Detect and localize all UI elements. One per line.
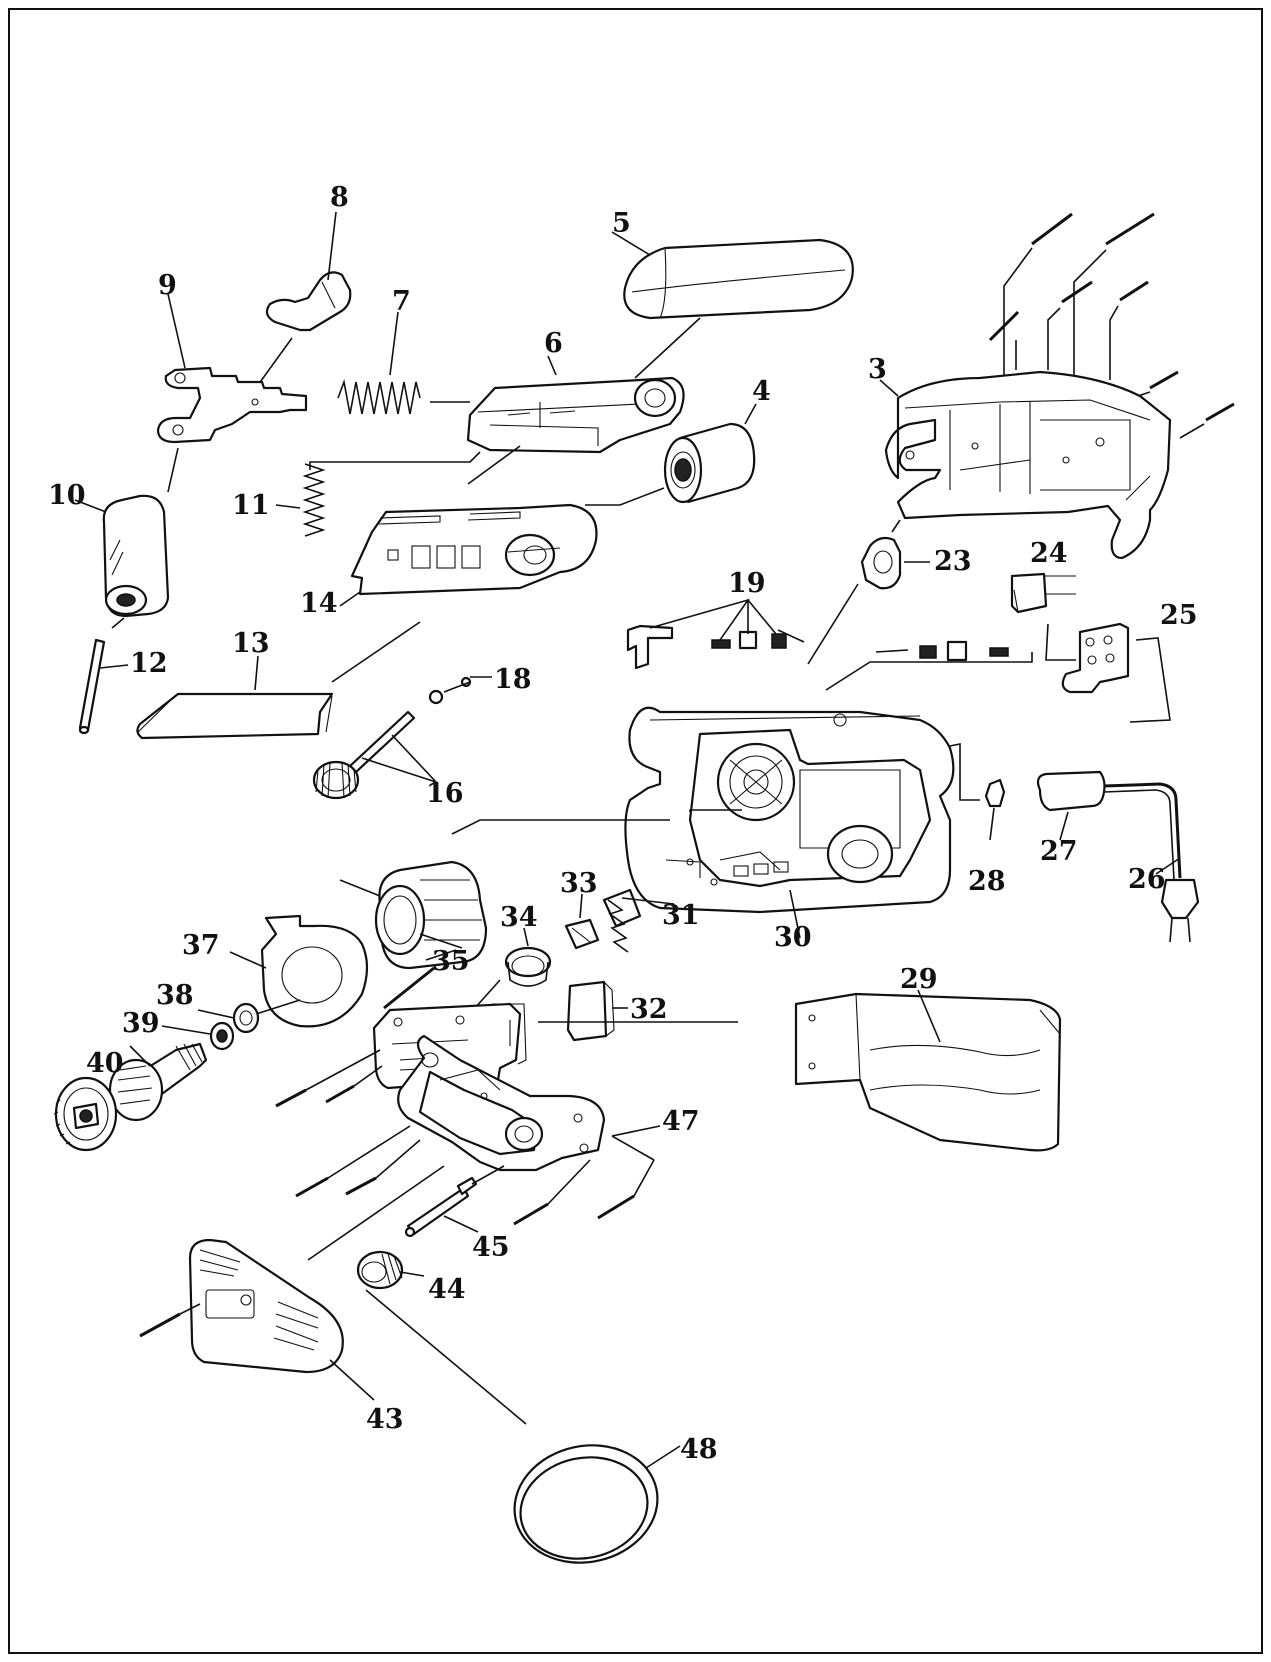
part-26-power-cord — [1103, 782, 1200, 943]
part-label-37: 37 — [182, 930, 220, 961]
part-29-dust-bag — [794, 992, 1062, 1152]
part-label-25: 25 — [1160, 600, 1198, 631]
part-label-9: 9 — [158, 270, 177, 301]
part-23-brush-holder — [860, 536, 902, 590]
part-31-brush-spring — [602, 888, 642, 953]
part-label-31: 31 — [662, 900, 700, 931]
part-39-bearing — [209, 1021, 235, 1051]
part-35-stator — [374, 860, 488, 970]
part-label-44: 44 — [428, 1274, 466, 1305]
part-33-brush-cap — [564, 918, 600, 950]
part-25-switch — [1061, 622, 1171, 723]
part-44-pulley-gear — [356, 1250, 404, 1290]
part-13-plate — [136, 692, 334, 740]
part-label-40: 40 — [86, 1048, 124, 1079]
part-32-guard — [566, 980, 615, 1042]
part-label-28: 28 — [968, 866, 1006, 897]
part-9-bracket — [156, 366, 308, 444]
part-label-4: 4 — [752, 376, 771, 407]
part-label-12: 12 — [130, 648, 168, 679]
part-label-34: 34 — [500, 902, 538, 933]
part-45-shaft — [404, 1176, 478, 1238]
part-5-sanding-belt — [623, 238, 854, 320]
part-28-cord-clamp — [984, 778, 1006, 808]
part-label-14: 14 — [300, 588, 338, 619]
part-label-16: 16 — [426, 778, 464, 809]
part-4-roller — [663, 422, 756, 504]
part-30-main-housing — [624, 706, 955, 914]
part-label-45: 45 — [472, 1232, 510, 1263]
part-7-spring — [337, 379, 421, 415]
part-8-lever — [265, 271, 352, 332]
part-47-gear-housing — [397, 1034, 606, 1172]
part-label-11: 11 — [232, 490, 270, 521]
part-label-5: 5 — [612, 208, 631, 239]
part-34-bearing-ring — [504, 946, 552, 987]
part-38-bearing — [232, 1002, 260, 1034]
part-label-32: 32 — [630, 994, 668, 1025]
part-24-capacitor — [1010, 572, 1076, 614]
part-11-spring — [302, 463, 326, 537]
part-label-30: 30 — [774, 922, 812, 953]
part-40-armature — [53, 1042, 208, 1152]
part-label-48: 48 — [680, 1434, 718, 1465]
part-label-13: 13 — [232, 628, 270, 659]
part-label-33: 33 — [560, 868, 598, 899]
part-label-35: 35 — [432, 946, 470, 977]
part-label-29: 29 — [900, 964, 938, 995]
part-14-frame — [350, 503, 598, 596]
part-label-10: 10 — [48, 480, 86, 511]
part-label-24: 24 — [1030, 538, 1068, 569]
part-37-fan-baffle — [260, 914, 369, 1028]
part-number-labels: 3 4 5 6 7 8 9 10 11 12 13 14 16 18 19 23… — [48, 182, 1198, 1465]
part-label-3: 3 — [868, 354, 887, 385]
part-label-38: 38 — [156, 980, 194, 1011]
part-16-gear-shaft — [312, 676, 472, 800]
part-27-cord-sleeve — [1036, 770, 1106, 812]
part-19-carbon-brushes — [626, 598, 1009, 670]
part-label-39: 39 — [122, 1008, 160, 1039]
part-label-43: 43 — [366, 1404, 404, 1435]
part-12-pin — [78, 638, 106, 735]
part-label-7: 7 — [392, 286, 411, 317]
part-43-belt-cover — [188, 1238, 344, 1374]
part-label-18: 18 — [494, 664, 532, 695]
part-10-drive-roller — [102, 494, 170, 618]
diagram-frame — [8, 8, 1263, 1654]
part-label-8: 8 — [330, 182, 349, 213]
part-6-platen — [466, 376, 685, 454]
part-label-27: 27 — [1040, 836, 1078, 867]
part-48-drive-belt — [513, 1444, 659, 1564]
part-label-47: 47 — [662, 1106, 700, 1137]
part-label-23: 23 — [934, 546, 972, 577]
part-3-screws — [988, 212, 1235, 439]
part-label-26: 26 — [1128, 864, 1166, 895]
part-label-19: 19 — [728, 568, 766, 599]
part-label-6: 6 — [544, 328, 563, 359]
part-3-housing-half — [884, 370, 1172, 560]
